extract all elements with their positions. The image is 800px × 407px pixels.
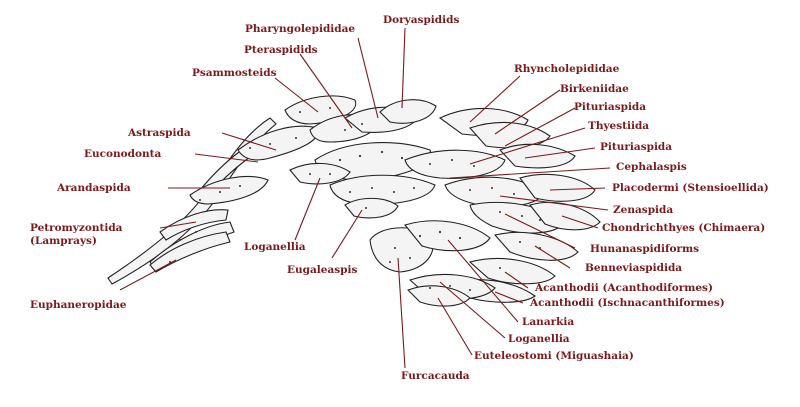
fish-astraspid xyxy=(237,125,319,161)
fish-group xyxy=(107,95,601,307)
leader-placodermi xyxy=(549,187,606,191)
fish-lanarkia xyxy=(404,220,491,252)
leader-euteleostomi xyxy=(437,297,473,356)
label-arandaspida: Arandaspida xyxy=(57,182,131,194)
label-rhyncholepididae: Rhyncholepididae xyxy=(514,63,620,75)
label-birkeniidae: Birkeniidae xyxy=(560,83,629,95)
fish-arandaspid xyxy=(189,175,269,205)
label-acanthodii-2: Acanthodii (Ischnacanthiformes) xyxy=(530,297,725,309)
fish-central-lower xyxy=(329,174,436,205)
label-doryaspidids: Doryaspidids xyxy=(383,14,460,26)
label-loganellia-1: Loganellia xyxy=(244,241,306,253)
leader-furcacauda xyxy=(397,257,406,369)
leader-acanthodii-2 xyxy=(494,291,524,304)
leader-zenaspida xyxy=(499,195,609,211)
fish-acanthodian-1 xyxy=(468,257,556,285)
label-thyestiida: Thyestiida xyxy=(588,120,650,132)
leader-loganellia-2 xyxy=(439,281,506,339)
leader-birkeniidae xyxy=(494,89,561,135)
label-cephalaspis: Cephalaspis xyxy=(616,161,687,173)
label-chondrichthyes: Chondrichthyes (Chimaera) xyxy=(602,222,766,234)
label-hunanaspidiforms: Hunanaspidiforms xyxy=(590,243,700,255)
leader-petromyzontida xyxy=(159,221,197,229)
leader-lines xyxy=(119,27,611,369)
leader-pharyngolepididae xyxy=(357,37,379,119)
leader-hunanaspidiforms xyxy=(504,213,576,249)
label-pituriaspida-1: Pituriaspida xyxy=(574,101,647,113)
fish-thyestid xyxy=(404,149,506,179)
leader-pteraspidids xyxy=(299,53,353,129)
leader-astraspida xyxy=(221,132,277,151)
label-lamprays: (Lamprays) xyxy=(30,235,97,247)
leader-benneviaspidida xyxy=(534,245,571,269)
label-eugaleaspis: Eugaleaspis xyxy=(287,264,358,276)
label-loganellia-2: Loganellia xyxy=(508,333,570,345)
leader-acanthodii-1 xyxy=(504,271,529,289)
label-acanthodii-1: Acanthodii (Acanthodiformes) xyxy=(535,282,713,294)
fish-loganellia-upper xyxy=(289,162,351,185)
leader-pituriaspida-1 xyxy=(504,107,576,147)
leader-eugaleaspis xyxy=(331,209,363,259)
fish-eugaleaspid xyxy=(344,197,399,219)
label-pharyngolepididae: Pharyngolepididae xyxy=(245,23,356,35)
leader-psammosteids xyxy=(274,77,319,113)
label-placodermi: Placodermi (Stensioellida) xyxy=(612,182,769,194)
label-euteleostomi: Euteleostomi (Miguashaia) xyxy=(474,350,634,362)
leader-thyestiida xyxy=(469,127,586,165)
fish-spots xyxy=(169,107,541,291)
label-zenaspida: Zenaspida xyxy=(613,204,674,216)
fish-birkeniid xyxy=(469,121,551,149)
leader-rhyncholepididae xyxy=(469,75,521,123)
leader-lanarkia xyxy=(447,239,519,323)
label-petromyzontida: Petromyzontida xyxy=(30,222,123,234)
label-pteraspidids: Pteraspidids xyxy=(244,44,318,56)
label-astraspida: Astraspida xyxy=(128,127,191,139)
fish-zenaspid xyxy=(444,176,546,208)
leader-pituriaspida-2 xyxy=(524,147,596,159)
leader-chondrichthyes xyxy=(561,215,599,229)
fish-placoderm xyxy=(519,173,596,202)
label-benneviaspidida: Benneviaspidida xyxy=(585,262,683,274)
label-pituriaspida-2: Pituriaspida xyxy=(600,141,673,153)
leader-doryaspidids xyxy=(401,27,406,109)
label-euconodonta: Euconodonta xyxy=(84,148,162,160)
leader-euconodonta xyxy=(194,153,259,163)
fish-petromyzontid xyxy=(159,209,229,241)
label-psammosteids: Psammosteids xyxy=(192,67,277,79)
label-furcacauda: Furcacauda xyxy=(401,370,470,382)
fish-doryaspid xyxy=(379,99,437,124)
fish-euteleostome xyxy=(407,285,471,307)
leader-euphaneropidae xyxy=(119,259,177,291)
leader-loganellia-1 xyxy=(294,177,321,241)
label-euphaneropidae: Euphaneropidae xyxy=(30,299,127,311)
leader-cephalaspis xyxy=(449,167,611,179)
label-lanarkia: Lanarkia xyxy=(522,316,575,328)
